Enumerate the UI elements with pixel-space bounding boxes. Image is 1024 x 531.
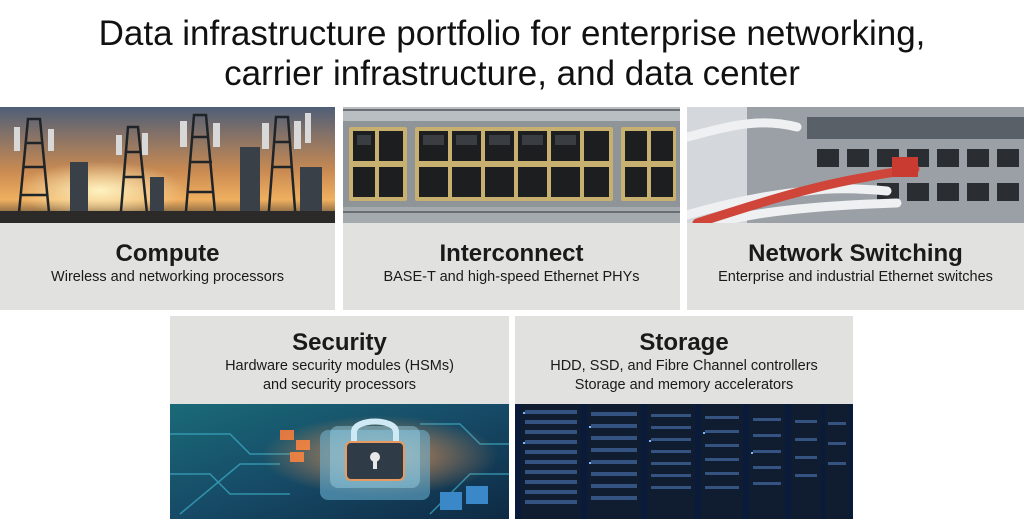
card-title: Compute (115, 240, 220, 267)
card-subtitle: Enterprise and industrial Ethernet switc… (718, 269, 993, 285)
card-subtitle-line-1: HDD, SSD, and Fibre Channel controllers (550, 358, 818, 374)
cell-towers-sunset-photo (0, 107, 335, 223)
card-subtitle-line-2: Storage and memory accelerators (574, 377, 794, 393)
slide-title-line-2: carrier infrastructure, and data center (224, 54, 800, 93)
interconnect-label: Interconnect BASE-T and high-speed Ether… (343, 240, 680, 287)
card-network-switching: Network Switching Enterprise and industr… (687, 107, 1024, 310)
card-storage: Storage HDD, SSD, and Fibre Channel cont… (515, 316, 853, 519)
card-subtitle: BASE-T and high-speed Ethernet PHYs (383, 269, 640, 285)
card-subtitle-line-2: and security processors (262, 377, 417, 393)
slide-title: Data infrastructure portfolio for enterp… (0, 14, 1024, 94)
card-compute: Compute Wireless and networking processo… (0, 107, 335, 310)
card-security: Security Hardware security modules (HSMs… (170, 316, 509, 519)
card-title: Network Switching (748, 240, 963, 267)
card-subtitle-line-1: Hardware security modules (HSMs) (225, 358, 454, 374)
server-racks-photo (515, 404, 853, 519)
network-switching-label: Network Switching Enterprise and industr… (687, 240, 1024, 287)
card-title: Storage (639, 329, 729, 356)
compute-label: Compute Wireless and networking processo… (0, 240, 335, 287)
card-subtitle: Wireless and networking processors (51, 269, 284, 285)
storage-label: Storage HDD, SSD, and Fibre Channel cont… (515, 329, 853, 395)
card-title: Security (292, 329, 387, 356)
card-title: Interconnect (439, 240, 584, 267)
slide-title-line-1: Data infrastructure portfolio for enterp… (98, 14, 926, 53)
ethernet-ports-photo (343, 107, 680, 223)
padlock-circuit-board-photo (170, 404, 509, 519)
card-interconnect: Interconnect BASE-T and high-speed Ether… (343, 107, 680, 310)
network-switch-cables-photo (687, 107, 1024, 223)
security-label: Security Hardware security modules (HSMs… (170, 329, 509, 395)
